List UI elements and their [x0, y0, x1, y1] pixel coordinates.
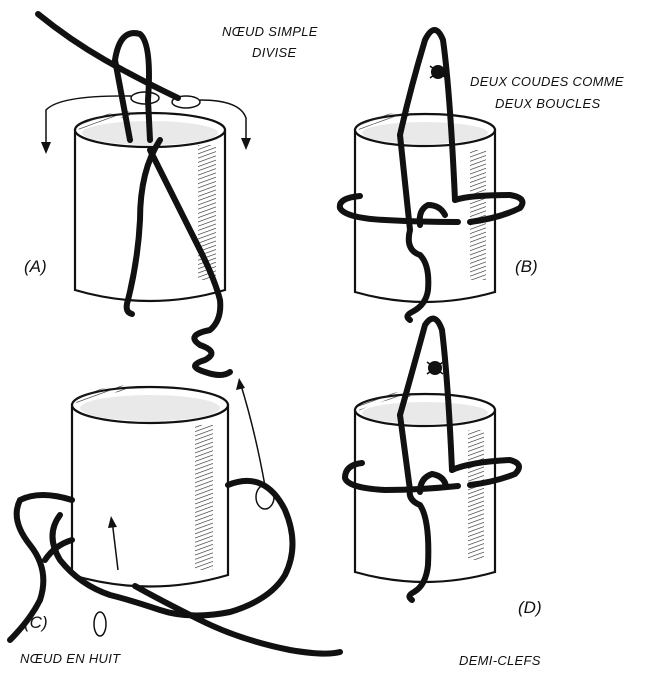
- panel-d-rope: [342, 315, 522, 603]
- label-deux-boucles: DEUX BOUCLES: [495, 96, 600, 111]
- label-deux-coudes: DEUX COUDES COMME: [470, 74, 624, 89]
- panel-label-c: (C): [24, 613, 48, 632]
- panel-c-rope: [7, 378, 343, 657]
- panel-c-can: [70, 385, 230, 588]
- label-noeud-en-huit: NŒUD EN HUIT: [20, 651, 121, 666]
- panel-b-rope: [336, 27, 526, 323]
- panel-label-d: (D): [518, 598, 542, 617]
- label-divise: DIVISE: [252, 45, 296, 60]
- label-demi-clefs: DEMI-CLEFS: [459, 653, 541, 668]
- panel-label-b: (B): [515, 257, 538, 276]
- panel-label-a: (A): [24, 257, 47, 276]
- panel-d-can: [353, 391, 497, 584]
- panel-a-rope: [35, 11, 251, 378]
- label-noeud-simple: NŒUD SIMPLE: [222, 24, 318, 39]
